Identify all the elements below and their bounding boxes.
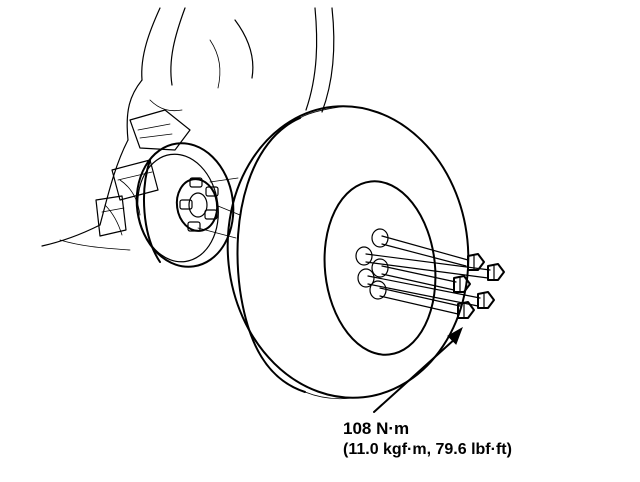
alignment-lines (197, 177, 241, 239)
torque-conversions: (11.0 kgf·m, 79.6 lbf·ft) (343, 441, 512, 458)
vehicle-body-outline (41, 7, 335, 251)
wheel-hub (175, 177, 219, 232)
lug-nuts (453, 253, 505, 319)
wheel-and-tire (226, 105, 470, 400)
nut-guide-lines (365, 235, 491, 315)
torque-value: 108 N·m (343, 419, 410, 438)
hub-studs (179, 177, 219, 232)
lug-nut (477, 291, 495, 309)
lug-nut (453, 275, 471, 293)
torque-specification: 108 N·m (11.0 kgf·m, 79.6 lbf·ft) (343, 418, 512, 460)
lug-holes (355, 228, 389, 300)
torque-leader-arrow (373, 326, 463, 413)
lug-nut (457, 301, 475, 319)
lug-nut (467, 253, 485, 271)
suspension-assembly (95, 109, 191, 237)
brake-disc (135, 142, 235, 268)
lug-nut (487, 263, 505, 281)
